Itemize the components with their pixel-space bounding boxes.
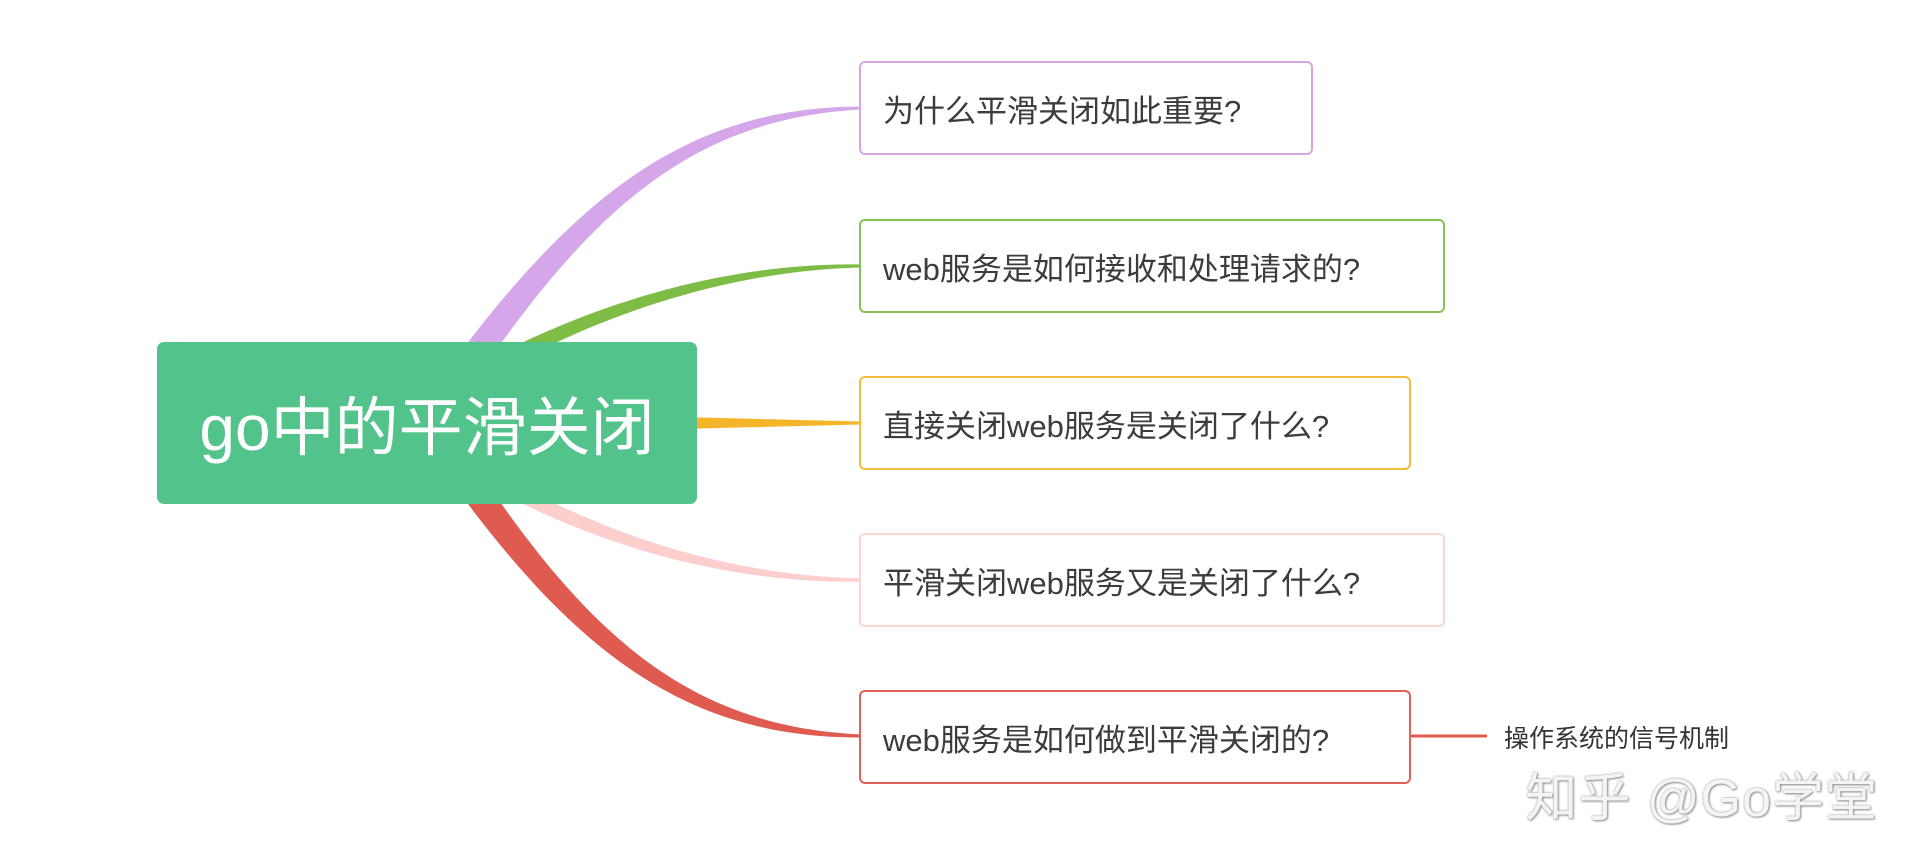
watermark: 知乎 @Go学堂 <box>1525 770 1878 828</box>
topic-label: web服务是如何做到平滑关闭的? <box>883 722 1330 758</box>
root-topic: go中的平滑关闭 <box>157 342 697 504</box>
topic-label: web服务是如何接收和处理请求的? <box>883 251 1361 287</box>
topic-why-important: 为什么平滑关闭如此重要? <box>859 61 1313 155</box>
topic-label: 平滑关闭web服务又是关闭了什么? <box>883 565 1361 601</box>
topic-graceful-shutdown: 平滑关闭web服务又是关闭了什么? <box>859 533 1445 627</box>
topic-request-handling: web服务是如何接收和处理请求的? <box>859 219 1445 313</box>
topic-label: 为什么平滑关闭如此重要? <box>883 93 1242 129</box>
branch-connector-how-graceful <box>460 477 862 738</box>
branch-connector-direct-shutdown <box>680 417 862 429</box>
branch-connector-graceful-shutdown <box>516 487 862 582</box>
subtopic-label: 操作系统的信号机制 <box>1504 725 1730 753</box>
topic-direct-shutdown: 直接关闭web服务是关闭了什么? <box>859 376 1411 470</box>
topic-how-graceful: web服务是如何做到平滑关闭的? <box>859 690 1411 784</box>
subtopic-signal-mechanism: 操作系统的信号机制 <box>1504 720 1729 754</box>
root-topic-label: go中的平滑关闭 <box>199 392 655 464</box>
topic-label: 直接关闭web服务是关闭了什么? <box>883 408 1330 444</box>
branch-connector-why-important <box>460 106 862 369</box>
